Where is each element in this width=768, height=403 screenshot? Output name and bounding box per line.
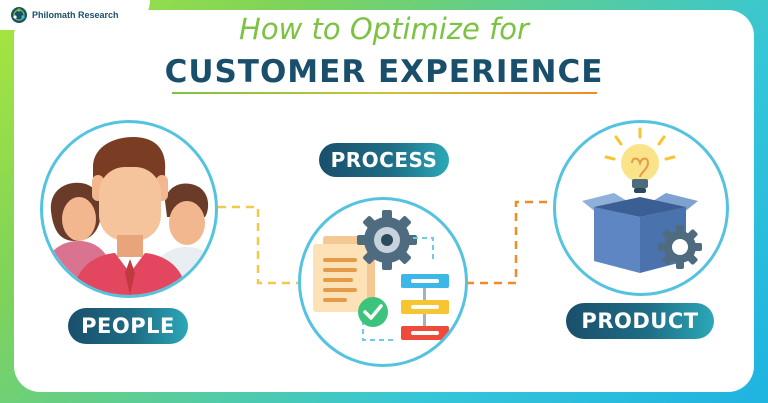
process-circle xyxy=(298,197,468,367)
brand-logo: Philomath Research xyxy=(0,0,150,30)
connector-people-process xyxy=(218,205,300,285)
workflow-gear-icon xyxy=(313,210,449,341)
connector-process-product xyxy=(466,200,553,285)
people-label: PEOPLE xyxy=(68,308,188,344)
box-lightbulb-gear-icon xyxy=(582,127,702,273)
title-underline xyxy=(172,92,597,94)
globe-network-icon xyxy=(11,7,27,23)
product-label: PRODUCT xyxy=(566,303,714,339)
process-label: PROCESS xyxy=(319,143,449,177)
brand-name: Philomath Research xyxy=(32,10,119,20)
title-line-1: How to Optimize for xyxy=(239,12,529,46)
people-group-icon xyxy=(43,137,215,295)
people-circle xyxy=(40,120,218,298)
title-line-2: CUSTOMER EXPERIENCE xyxy=(164,54,604,90)
product-circle xyxy=(553,120,729,296)
